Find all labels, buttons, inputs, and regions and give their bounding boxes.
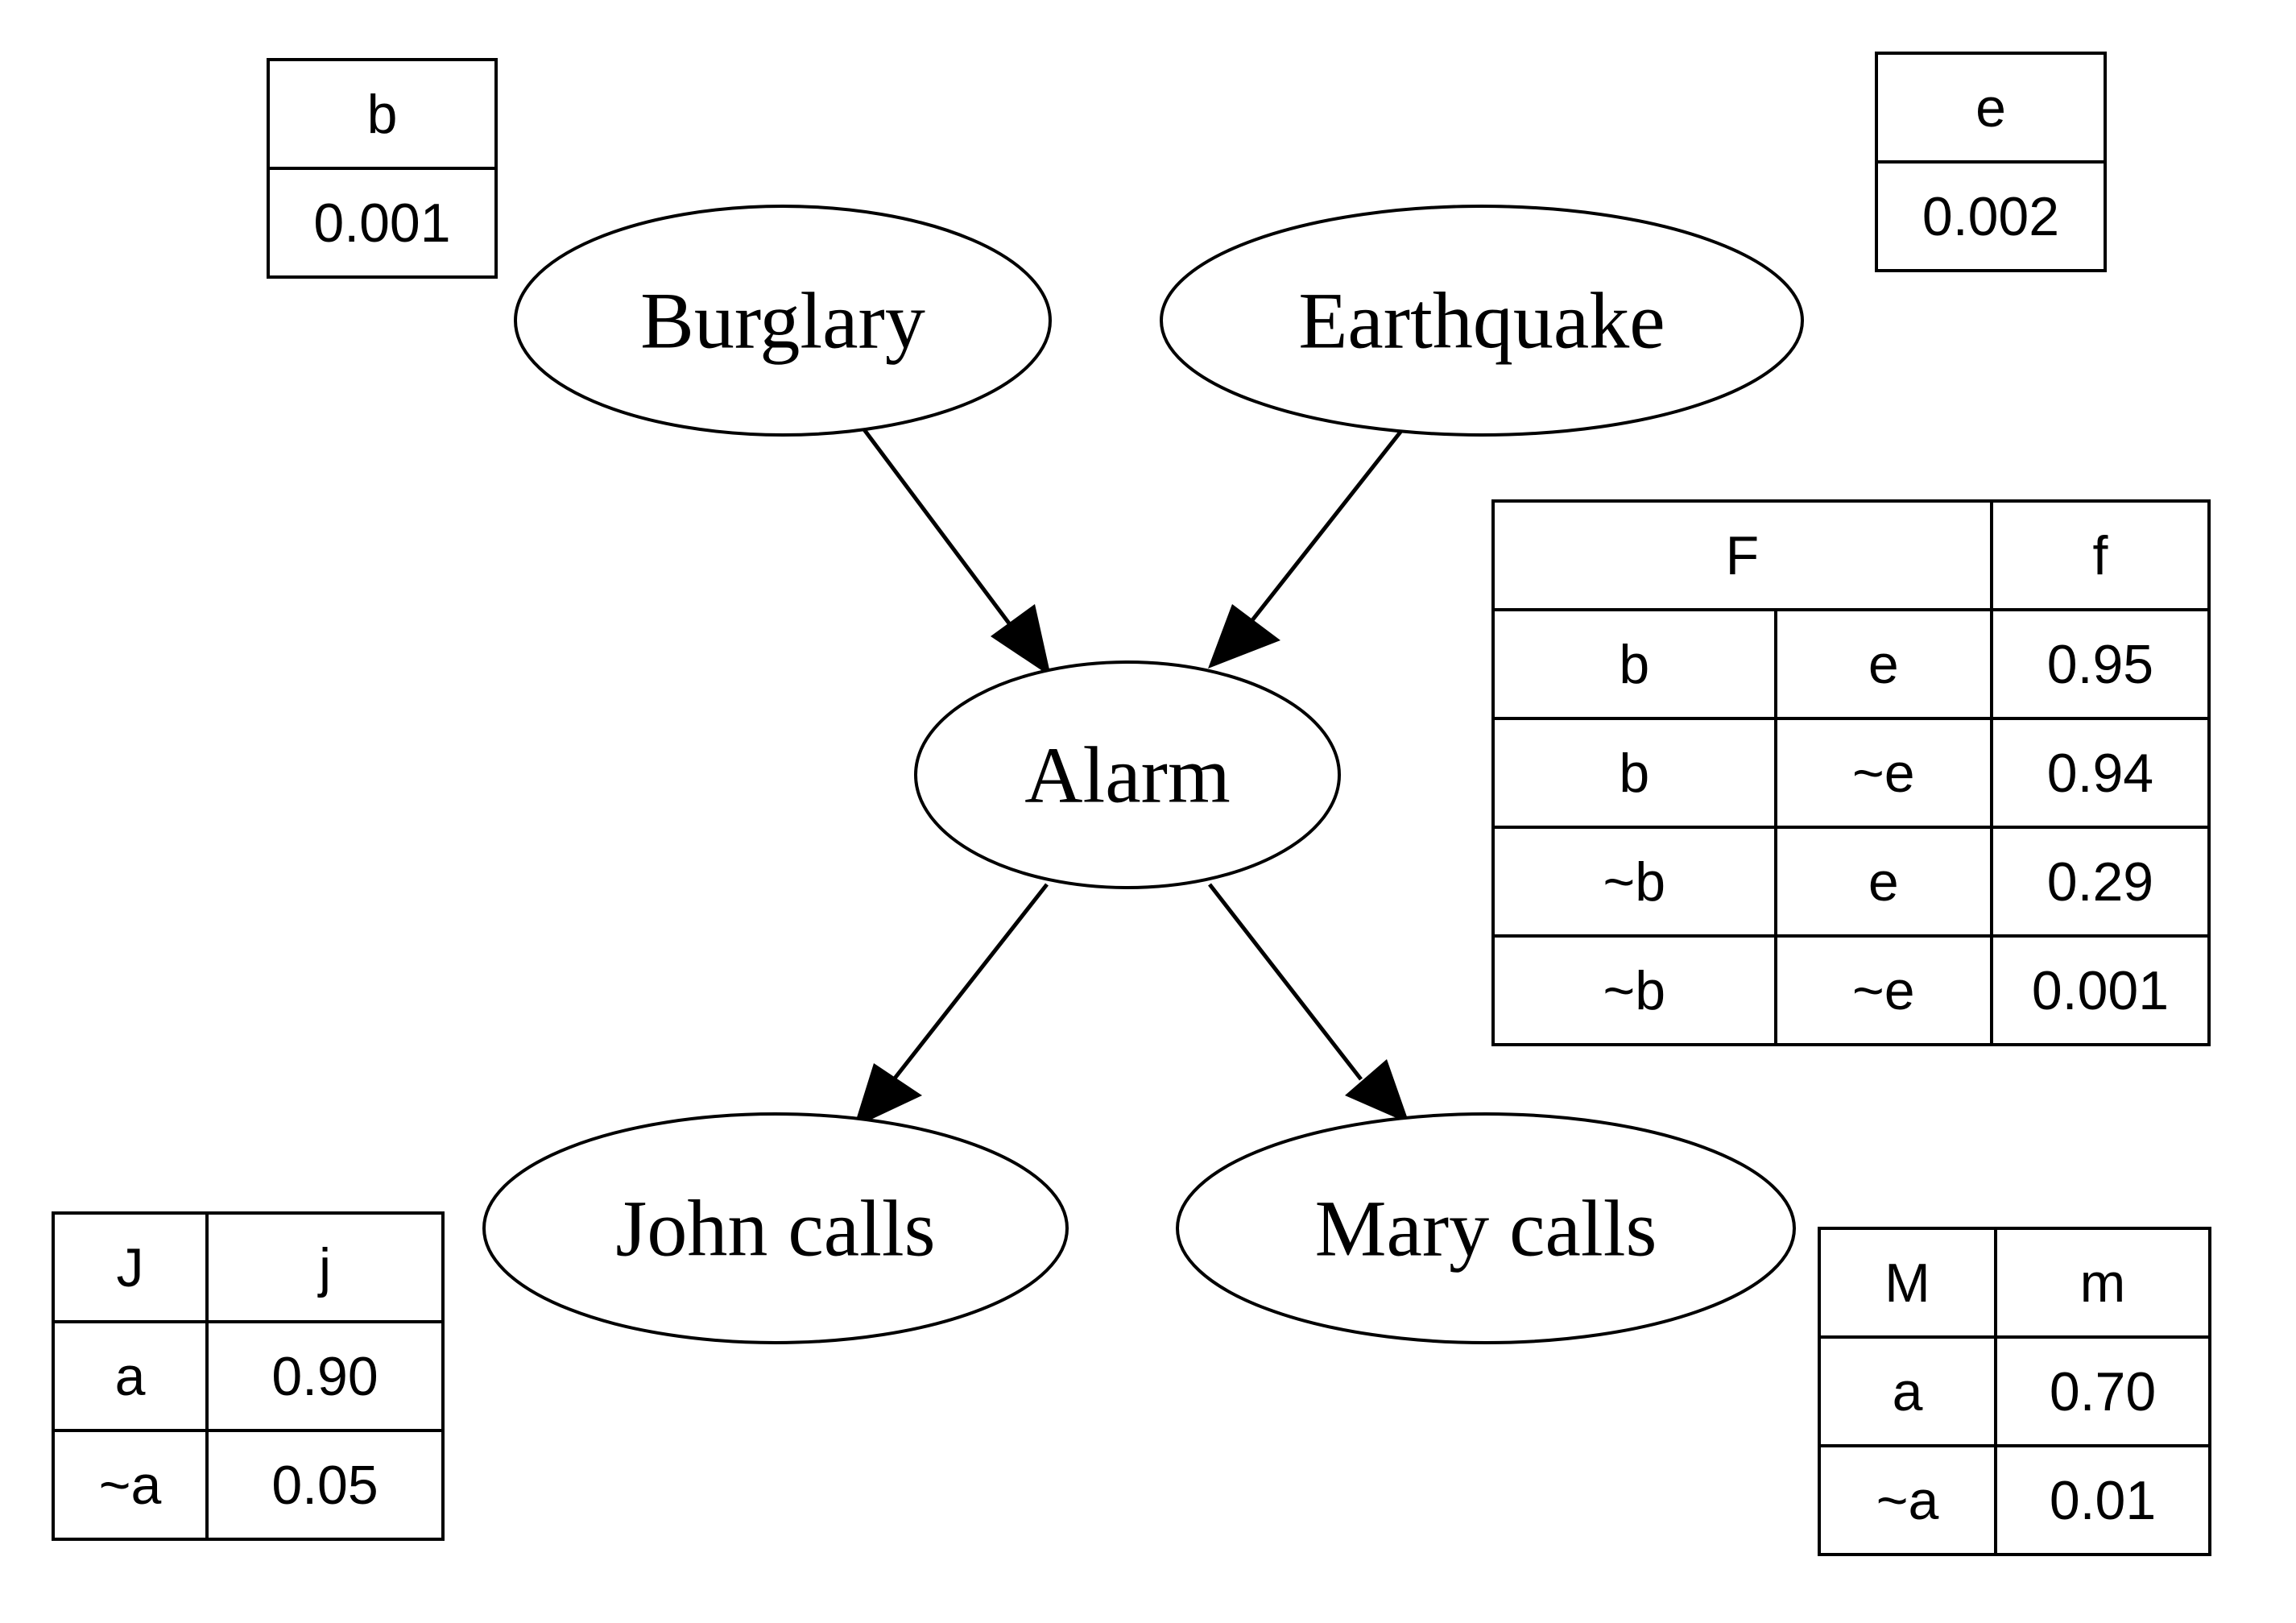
cpt-burglary: b 0.001 (267, 58, 498, 279)
cpt-alarm-cell: b (1491, 717, 1777, 829)
cpt-alarm-cell: 0.001 (1989, 934, 2211, 1046)
cpt-alarm-header-left: F (1491, 499, 1993, 611)
node-john-calls[interactable]: John calls (482, 1112, 1069, 1344)
table-row: b e 0.95 (1491, 608, 2211, 720)
arrowhead-earthquake-alarm (1208, 604, 1280, 669)
cpt-alarm-cell: e (1773, 826, 1993, 938)
node-alarm[interactable]: Alarm (914, 660, 1341, 889)
cpt-alarm-cell: 0.95 (1989, 608, 2211, 720)
cpt-alarm-header-right: f (1989, 499, 2211, 611)
node-john-calls-label: John calls (615, 1184, 935, 1273)
cpt-john-header-left: J (52, 1211, 209, 1323)
cpt-alarm: F f b e 0.95 b ~e 0.94 ~b e 0.29 ~b ~e 0… (1491, 499, 2211, 1046)
table-row: ~a 0.05 (52, 1429, 445, 1541)
node-alarm-label: Alarm (1024, 731, 1230, 820)
cpt-alarm-cell: ~b (1491, 826, 1777, 938)
cpt-john-cell: 0.90 (205, 1320, 445, 1432)
cpt-mary-cell: 0.01 (1994, 1444, 2211, 1556)
cpt-alarm-cell: ~e (1773, 934, 1993, 1046)
cpt-alarm-cell: b (1491, 608, 1777, 720)
arrowhead-burglary-alarm (991, 604, 1051, 677)
cpt-alarm-cell: 0.94 (1989, 717, 2211, 829)
table-row: ~b ~e 0.001 (1491, 934, 2211, 1046)
edge-alarm-john (892, 883, 1049, 1081)
node-earthquake-label: Earthquake (1298, 276, 1665, 366)
cpt-alarm-cell: ~b (1491, 934, 1777, 1046)
cpt-earthquake-header: e (1875, 52, 2107, 164)
cpt-mary-header-right: m (1994, 1227, 2211, 1339)
cpt-john-header-right: j (205, 1211, 445, 1323)
node-earthquake[interactable]: Earthquake (1160, 205, 1804, 437)
cpt-earthquake: e 0.002 (1875, 52, 2107, 272)
cpt-alarm-cell: ~e (1773, 717, 1993, 829)
cpt-burglary-header: b (267, 58, 498, 170)
cpt-mary-calls: M m a 0.70 ~a 0.01 (1818, 1227, 2211, 1556)
edge-alarm-mary (1208, 883, 1363, 1081)
cpt-mary-header-left: M (1818, 1227, 1997, 1339)
node-mary-calls-label: Mary calls (1315, 1184, 1657, 1273)
arrowhead-alarm-john (854, 1063, 922, 1128)
node-burglary-label: Burglary (640, 276, 925, 366)
cpt-alarm-cell: e (1773, 608, 1993, 720)
table-row: a 0.70 (1818, 1335, 2211, 1447)
table-row: b ~e 0.94 (1491, 717, 2211, 829)
cpt-john-cell: ~a (52, 1429, 209, 1541)
table-row: ~a 0.01 (1818, 1444, 2211, 1556)
edge-earthquake-alarm (1251, 429, 1403, 622)
table-row: ~b e 0.29 (1491, 826, 2211, 938)
cpt-alarm-cell: 0.29 (1989, 826, 2211, 938)
node-mary-calls[interactable]: Mary calls (1176, 1112, 1796, 1344)
cpt-john-cell: a (52, 1320, 209, 1432)
cpt-john-calls: J j a 0.90 ~a 0.05 (52, 1211, 445, 1541)
cpt-mary-cell: ~a (1818, 1444, 1997, 1556)
cpt-mary-cell: 0.70 (1994, 1335, 2211, 1447)
edge-burglary-alarm (861, 427, 1021, 638)
cpt-mary-cell: a (1818, 1335, 1997, 1447)
arrowhead-alarm-mary (1345, 1059, 1409, 1124)
table-row: a 0.90 (52, 1320, 445, 1432)
cpt-burglary-value: 0.001 (267, 167, 498, 279)
node-burglary[interactable]: Burglary (514, 205, 1052, 437)
cpt-john-cell: 0.05 (205, 1429, 445, 1541)
cpt-earthquake-value: 0.002 (1875, 160, 2107, 272)
